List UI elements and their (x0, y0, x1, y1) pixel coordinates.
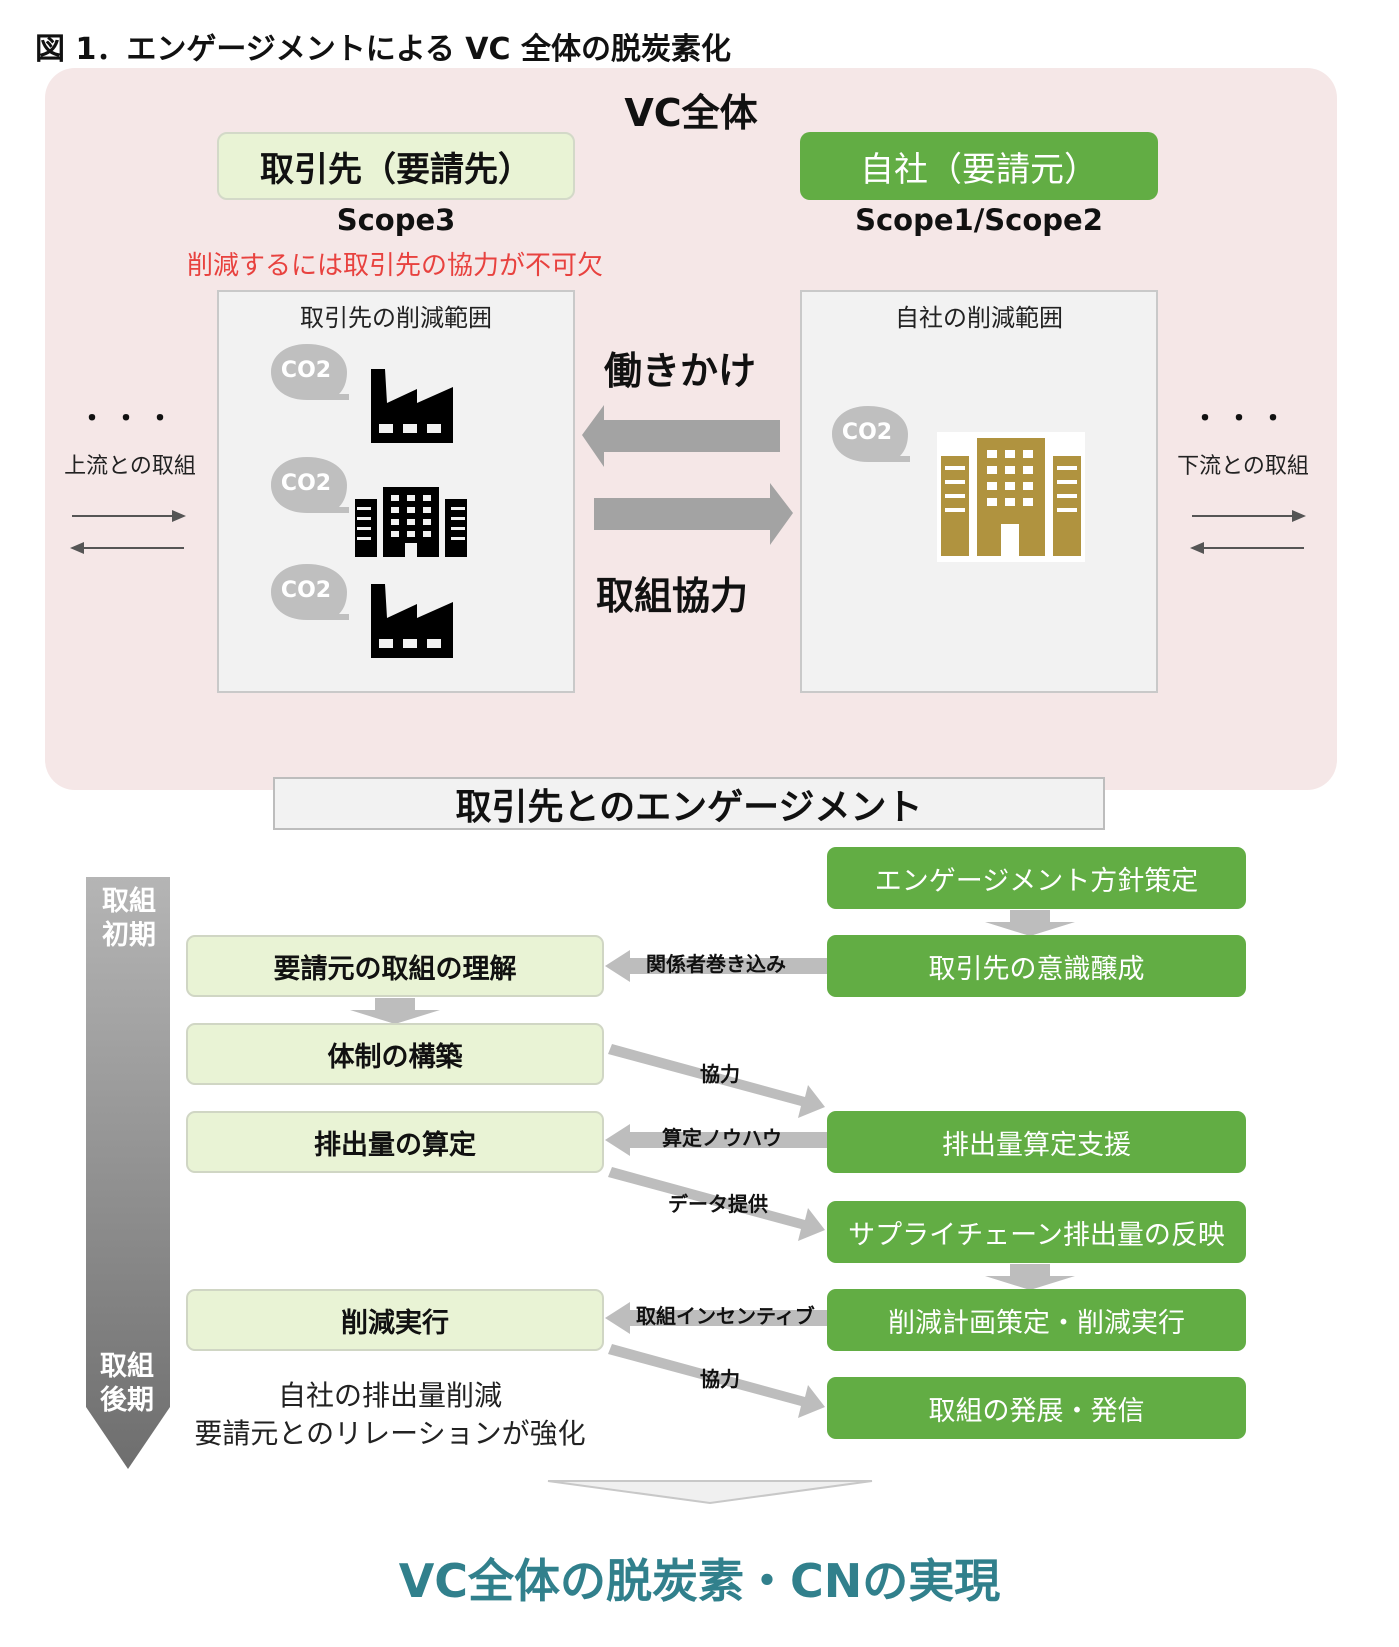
arrow-label-cooperation: 取組協力 (596, 574, 749, 618)
company-step: サプライチェーン排出量の反映 (827, 1201, 1246, 1263)
arrow-down-icon (985, 1264, 1075, 1290)
co2-label: CO2 (280, 358, 332, 383)
co2-bubble-icon: CO2 (269, 455, 351, 521)
arrow-diagonal-icon (608, 1167, 825, 1241)
factory-icon (371, 584, 453, 658)
result-line: 要請元とのリレーションが強化 (194, 1417, 586, 1450)
co2-label: CO2 (280, 578, 332, 603)
company-header: 自社（要請元） (800, 132, 1158, 200)
company-range-box: 自社の削減範囲 CO2 (800, 290, 1158, 693)
exchange-arrows (582, 405, 793, 545)
supplier-header: 取引先（要請先） (217, 132, 575, 200)
phase-start-label: 取組 初期 (88, 885, 170, 953)
phase-timeline-arrow (86, 877, 170, 1469)
downstream-arrows-icon (1190, 510, 1306, 554)
supplier-step: 削減実行 (186, 1289, 604, 1351)
vc-panel-title: VC全体 (624, 91, 758, 135)
conclusion-text: VC全体の脱炭素・CNの実現 (398, 1554, 1001, 1608)
supplier-range-box: 取引先の削減範囲 CO2 CO2 CO2 (217, 290, 575, 693)
arrow-diagonal-icon (608, 1044, 825, 1118)
flow-label: 協力 (700, 1367, 740, 1391)
co2-bubble-icon: CO2 (830, 404, 912, 470)
upstream-label: 上流との取組 (64, 454, 196, 479)
arrow-label-outreach: 働きかけ (604, 349, 757, 393)
supplier-note: 削減するには取引先の協力が不可欠 (186, 251, 603, 281)
co2-label: CO2 (841, 420, 893, 445)
phase-end-line: 取組 (100, 1351, 154, 1382)
downstream-dots: ・・・ (1191, 404, 1294, 434)
flow-label: データ提供 (668, 1192, 768, 1216)
arrow-diagonal-icon (608, 1344, 825, 1418)
company-scope: Scope1/Scope2 (855, 203, 1103, 237)
company-step: 取組の発展・発信 (827, 1377, 1246, 1439)
supplier-range-title: 取引先の削減範囲 (300, 304, 492, 332)
arrow-right-icon (594, 483, 793, 545)
result-line: 自社の排出量削減 (277, 1379, 502, 1412)
phase-end-line: 後期 (100, 1385, 154, 1416)
upstream-arrows-icon (70, 510, 186, 554)
arrow-left-icon (605, 1302, 827, 1334)
flow-label: 取組インセンティブ (636, 1304, 815, 1328)
arrow-left-icon (582, 405, 780, 467)
flow-label: 協力 (700, 1062, 740, 1086)
company-step: エンゲージメント方針策定 (827, 847, 1246, 909)
flow-label: 関係者巻き込み (646, 952, 786, 976)
supplier-scope: Scope3 (336, 203, 456, 237)
office-building-icon (941, 438, 1081, 556)
arrow-left-icon (605, 950, 827, 982)
company-range-title: 自社の削減範囲 (895, 304, 1063, 332)
factory-icon (371, 369, 453, 443)
engagement-title: 取引先とのエンゲージメント (273, 777, 1105, 830)
arrow-down-icon (985, 910, 1075, 936)
phase-start-line: 初期 (102, 920, 156, 951)
arrow-down-icon (350, 998, 440, 1024)
co2-label: CO2 (280, 471, 332, 496)
co2-bubble-icon: CO2 (269, 562, 351, 628)
figure-title: 図 1．エンゲージメントによる VC 全体の脱炭素化 (35, 32, 731, 67)
supplier-step: 体制の構築 (186, 1023, 604, 1085)
office-building-icon (355, 487, 467, 557)
company-step: 削減計画策定・削減実行 (827, 1289, 1246, 1351)
downstream-label: 下流との取組 (1177, 454, 1309, 479)
upstream-dots: ・・・ (78, 404, 181, 434)
company-step: 排出量算定支援 (827, 1111, 1246, 1173)
company-step: 取引先の意識醸成 (827, 935, 1246, 997)
flow-label: 算定ノウハウ (662, 1126, 782, 1150)
phase-end-label: 取組 後期 (86, 1350, 168, 1418)
phase-start-line: 取組 (102, 886, 156, 917)
arrow-left-icon (605, 1124, 827, 1156)
co2-bubble-icon: CO2 (269, 342, 351, 408)
supplier-step: 排出量の算定 (186, 1111, 604, 1173)
conclusion-arrow-icon (547, 1480, 873, 1505)
company-building-tile (937, 432, 1085, 562)
result-note: 自社の排出量削減 要請元とのリレーションが強化 (190, 1377, 590, 1453)
supplier-step: 要請元の取組の理解 (186, 935, 604, 997)
